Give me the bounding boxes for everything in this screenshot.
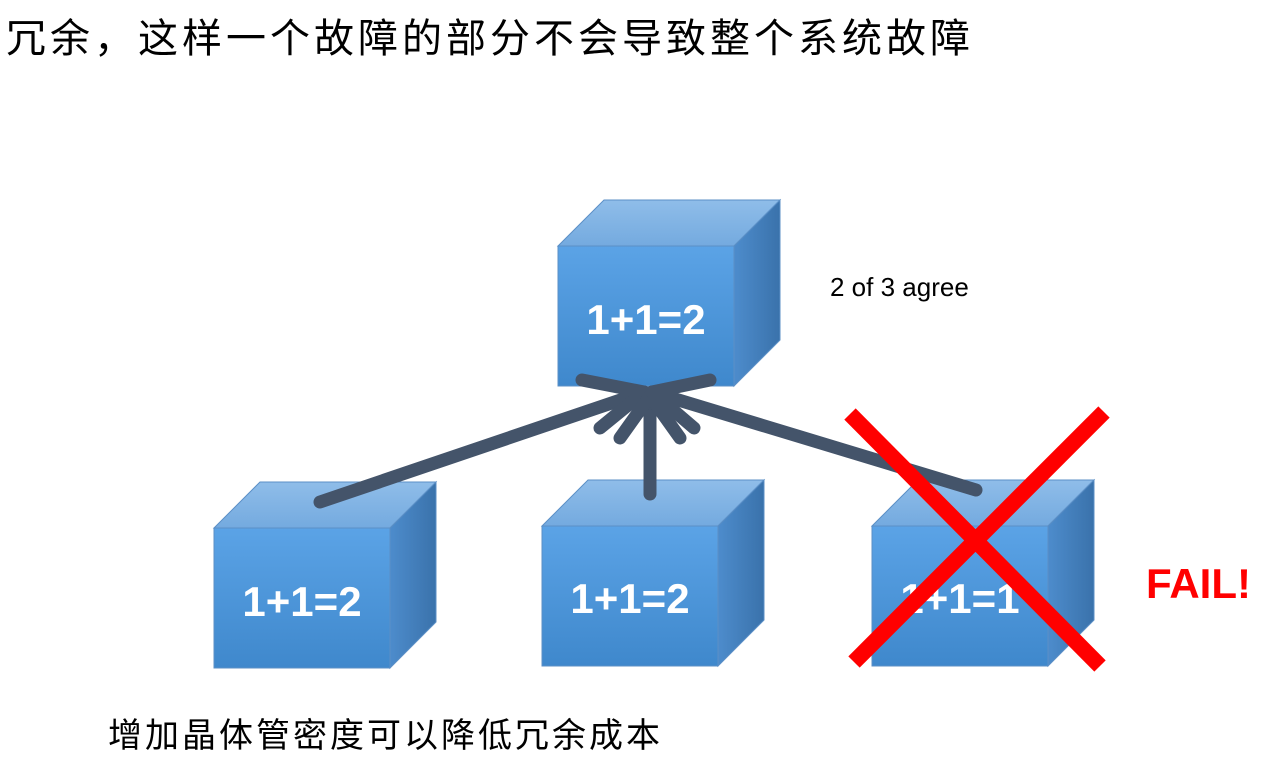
cube-left: 1+1=2 xyxy=(212,480,438,670)
agree-label: 2 of 3 agree xyxy=(830,272,969,302)
arrow-left-shaft xyxy=(313,385,651,509)
cube-top-label: 1+1=2 xyxy=(586,296,705,343)
arrow-right-head xyxy=(645,373,717,435)
fail-label: FAIL! xyxy=(1146,560,1251,607)
arrow-left-head xyxy=(575,373,651,435)
slide-footnote: 增加晶体管密度可以降低冗余成本 xyxy=(108,716,663,756)
fail-cross-icon xyxy=(844,406,1110,672)
slide-heading: 冗余，这样一个故障的部分不会导致整个系统故障 xyxy=(6,16,974,62)
vote-arrows xyxy=(313,373,983,509)
cube-left-label: 1+1=2 xyxy=(242,578,361,625)
cube-middle: 1+1=2 xyxy=(540,478,766,668)
cube-middle-label: 1+1=2 xyxy=(570,575,689,622)
cube-top: 1+1=2 xyxy=(556,198,782,388)
arrow-right-shaft xyxy=(645,385,983,497)
cube-right: 1+1=1 xyxy=(870,478,1096,668)
